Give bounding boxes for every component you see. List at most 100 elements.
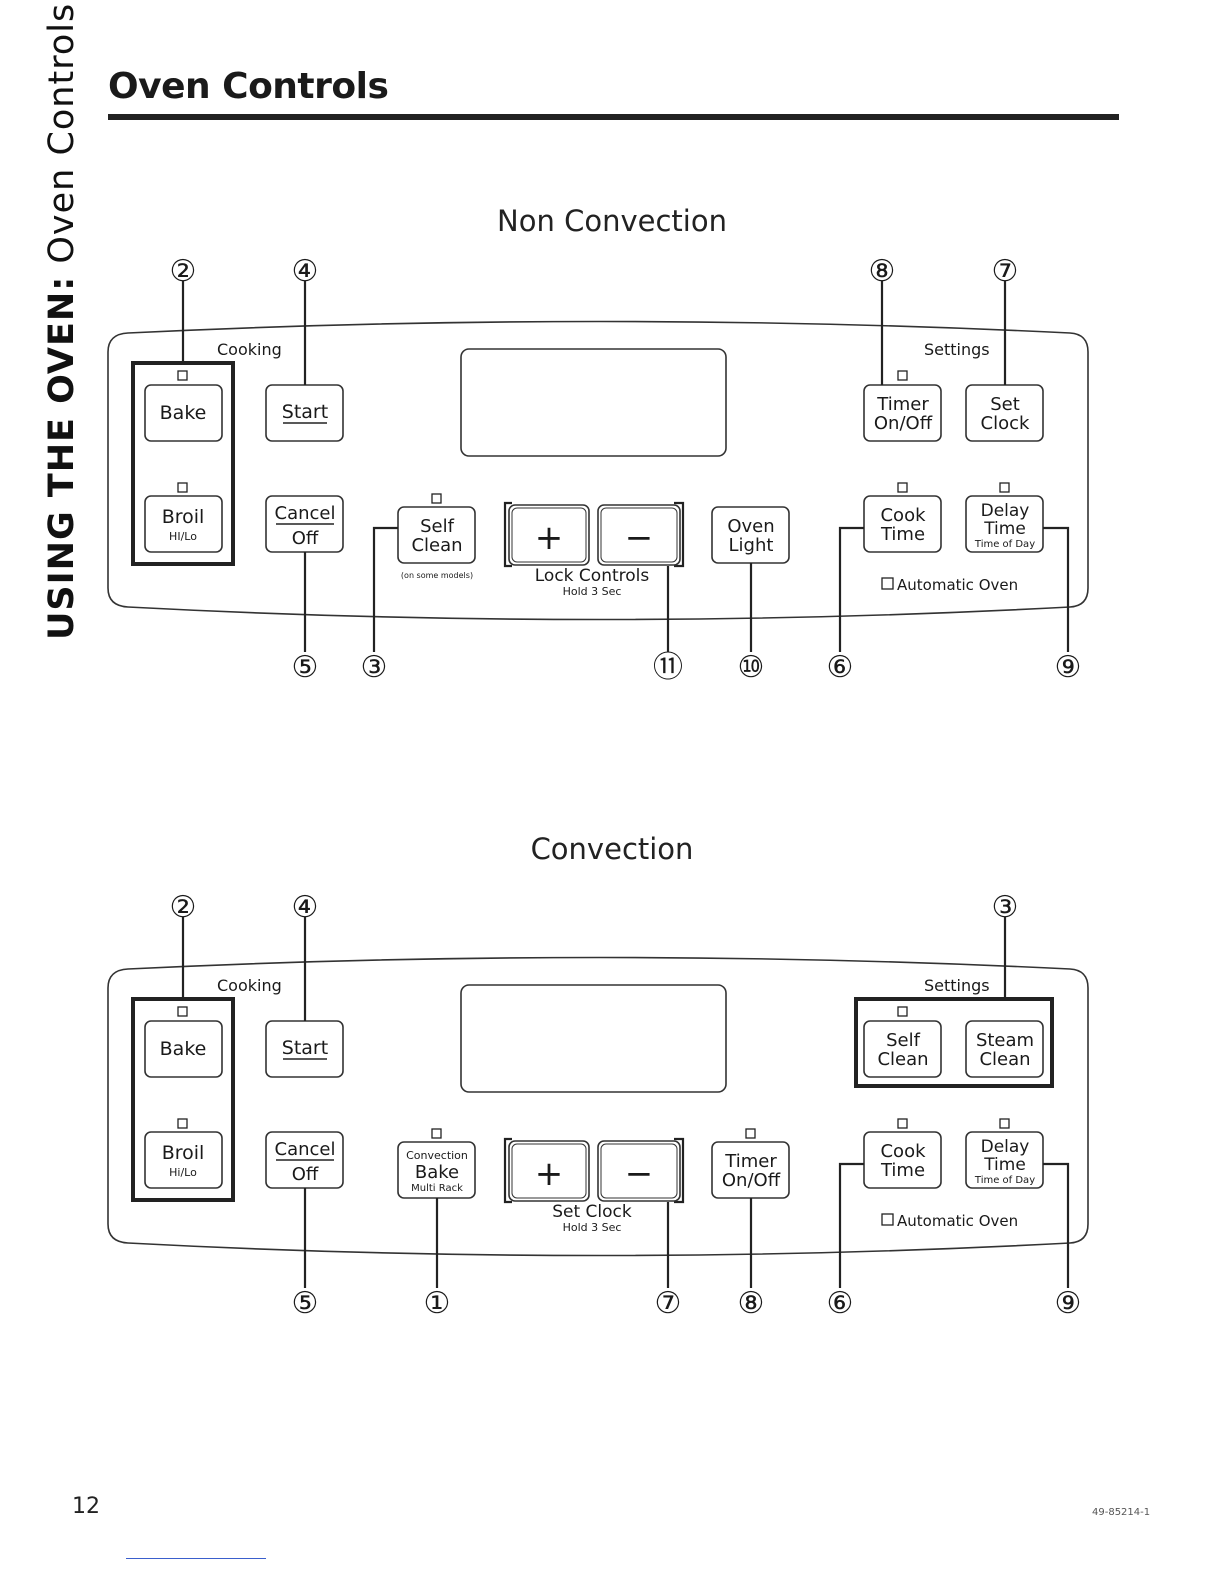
settings-label: Settings	[924, 976, 990, 995]
bake-button[interactable]: Bake	[144, 384, 223, 442]
self-clean-indicator	[431, 493, 442, 504]
minus-button[interactable]: −	[597, 504, 681, 566]
cancel-off-button[interactable]: Cancel Off	[265, 1131, 344, 1189]
self-clean-button[interactable]: Self Clean	[863, 1020, 942, 1078]
non-convection-panel: Cooking Settings Bake Broil HI/Lo Start …	[107, 254, 1089, 685]
delay-line1: Delay	[981, 501, 1030, 521]
minus-label: −	[625, 518, 654, 558]
timer-on-off-button[interactable]: Timer On/Off	[863, 384, 942, 442]
callout-3: ③	[992, 890, 1019, 925]
timer-indicator	[897, 370, 908, 381]
callout-9: ⑨	[1055, 650, 1082, 685]
set-clock-line1: Set	[990, 394, 1020, 415]
broil-indicator	[177, 1118, 188, 1129]
broil-label: Broil	[162, 506, 205, 528]
plus-label: +	[535, 518, 564, 558]
steam-clean-button[interactable]: Steam Clean	[965, 1020, 1044, 1078]
cook-time-indicator	[897, 1118, 908, 1129]
on-some-models-note: (on some models)	[401, 571, 473, 580]
start-label: Start	[282, 1037, 328, 1059]
title-rule	[108, 114, 1119, 120]
start-button[interactable]: Start	[265, 384, 344, 442]
set-clock-button[interactable]: Set Clock	[965, 384, 1044, 442]
callout-9: ⑨	[1055, 1286, 1082, 1321]
non-convection-title: Non Convection	[497, 204, 727, 238]
broil-button[interactable]: Broil HI/Lo	[144, 495, 223, 553]
delay-time-button[interactable]: Delay Time Time of Day	[965, 1131, 1044, 1189]
self-clean-line1: Self	[886, 1030, 921, 1051]
cooking-label: Cooking	[217, 340, 282, 359]
delay-sub: Time of Day	[974, 539, 1035, 550]
oven-light-line2: Light	[729, 535, 774, 556]
callout-10: ⑩	[738, 650, 765, 685]
cook-time-line1: Cook	[880, 1141, 926, 1162]
delay-line2: Time	[983, 519, 1026, 539]
minus-button[interactable]: −	[597, 1140, 681, 1202]
cook-time-button[interactable]: Cook Time	[863, 495, 942, 553]
self-clean-line1: Self	[420, 516, 455, 537]
oven-light-button[interactable]: Oven Light	[711, 506, 790, 564]
minus-label: −	[625, 1154, 654, 1194]
cooking-label: Cooking	[217, 976, 282, 995]
delay-time-button[interactable]: Delay Time Time of Day	[965, 495, 1044, 553]
bake-button[interactable]: Bake	[144, 1020, 223, 1078]
callout-2: ②	[170, 890, 197, 925]
callout-6: ⑥	[827, 1286, 854, 1321]
callout-4: ④	[292, 890, 319, 925]
delay-sub: Time of Day	[974, 1175, 1035, 1186]
delay-line1: Delay	[981, 1137, 1030, 1157]
broil-button[interactable]: Broil Hi/Lo	[144, 1131, 223, 1189]
start-label: Start	[282, 401, 328, 423]
cook-time-line2: Time	[880, 524, 925, 545]
oven-light-line1: Oven	[727, 516, 774, 537]
callout-3: ③	[361, 650, 388, 685]
callout-11: ⑪	[653, 650, 683, 685]
cancel-off-button[interactable]: Cancel Off	[265, 495, 344, 553]
delay-line2: Time	[983, 1155, 1026, 1175]
set-clock-hold-label: Hold 3 Sec	[563, 1221, 622, 1234]
footer-link-underline[interactable]	[126, 1558, 266, 1559]
off-label: Off	[292, 528, 319, 549]
document-code: 49-85214-1	[1092, 1507, 1151, 1518]
clean-group-frame	[854, 997, 1054, 1088]
cook-time-indicator	[897, 482, 908, 493]
self-clean-button[interactable]: Self Clean	[397, 506, 476, 564]
convection-bake-indicator	[431, 1128, 442, 1139]
plus-button[interactable]: +	[508, 504, 590, 566]
delay-time-indicator	[999, 1118, 1010, 1129]
lock-bracket	[503, 501, 685, 568]
automatic-oven-label: Automatic Oven	[897, 576, 1018, 594]
set-clock-label: Set Clock	[552, 1202, 632, 1222]
convection-panel: Cooking Settings Bake Broil Hi/Lo Start …	[107, 890, 1089, 1321]
steam-clean-line2: Clean	[979, 1049, 1030, 1070]
callout-5: ⑤	[292, 650, 319, 685]
plus-button[interactable]: +	[508, 1140, 590, 1202]
timer-line2: On/Off	[722, 1170, 781, 1191]
settings-label: Settings	[924, 340, 990, 359]
self-clean-line2: Clean	[411, 535, 462, 556]
automatic-oven-indicator	[881, 1213, 894, 1226]
set-clock-line2: Clock	[981, 413, 1030, 434]
start-button[interactable]: Start	[265, 1020, 344, 1078]
convection-bake-button[interactable]: Convection Bake Multi Rack	[397, 1141, 476, 1199]
cook-time-button[interactable]: Cook Time	[863, 1131, 942, 1189]
plus-label: +	[535, 1154, 564, 1194]
display-window	[460, 984, 727, 1093]
conv-top-label: Convection	[406, 1149, 468, 1162]
timer-line2: On/Off	[874, 413, 933, 434]
timer-line1: Timer	[724, 1151, 777, 1172]
timer-line1: Timer	[876, 394, 929, 415]
self-clean-line2: Clean	[877, 1049, 928, 1070]
broil-label: Broil	[162, 1142, 205, 1164]
callout-5: ⑤	[292, 1286, 319, 1321]
off-label: Off	[292, 1164, 319, 1185]
broil-indicator	[177, 482, 188, 493]
bake-label: Bake	[160, 402, 207, 424]
callout-8: ⑧	[738, 1286, 765, 1321]
cook-time-line2: Time	[880, 1160, 925, 1181]
bake-indicator	[177, 1006, 188, 1017]
timer-on-off-button[interactable]: Timer On/Off	[711, 1141, 790, 1199]
steam-clean-line1: Steam	[976, 1030, 1034, 1051]
set-clock-bracket	[503, 1137, 685, 1204]
